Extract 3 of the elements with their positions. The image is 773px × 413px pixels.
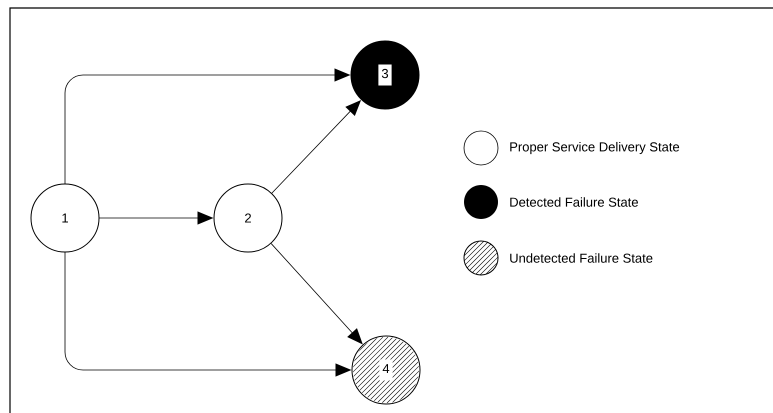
legend-label: Detected Failure State	[510, 197, 638, 207]
legend-label: Undetected Failure State	[510, 253, 652, 263]
legend-label: Proper Service Delivery State	[510, 142, 680, 154]
